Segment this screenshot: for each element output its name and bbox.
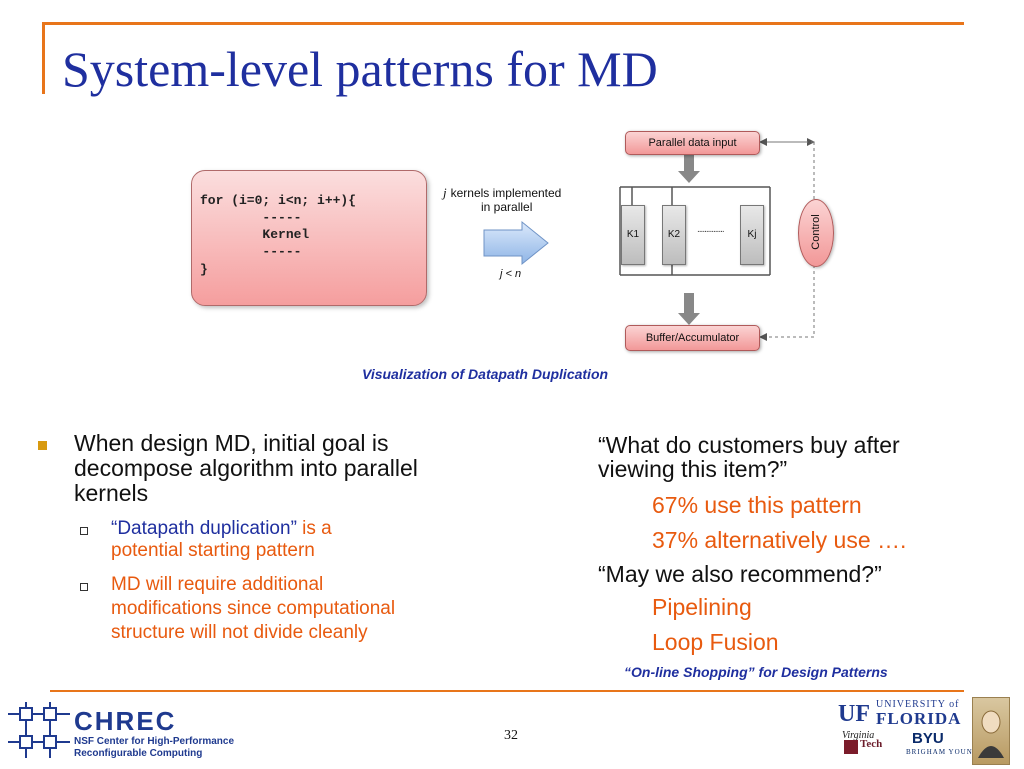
kernel-box: K1 bbox=[621, 205, 645, 265]
hollow-square-bullet-icon bbox=[80, 583, 88, 591]
vt-word: Virginia bbox=[842, 730, 875, 741]
uf-letters: UF bbox=[838, 701, 870, 727]
arrow-label-text2: in parallel bbox=[481, 200, 533, 214]
portrait-icon bbox=[978, 710, 1004, 758]
parallel-data-input: Parallel data input bbox=[625, 131, 760, 155]
sub-bullet-text: potential starting pattern bbox=[111, 540, 315, 561]
code-line: for (i=0; i<n; i++){ bbox=[200, 193, 357, 208]
chrec-subtitle: Reconfigurable Computing bbox=[74, 748, 203, 759]
chrec-subtitle: NSF Center for High-Performance bbox=[74, 736, 235, 747]
byu-subtitle: BRIGHAM YOUNG bbox=[906, 748, 979, 756]
answer-text: 37% alternatively use …. bbox=[652, 527, 907, 553]
kernel-box: K2 bbox=[662, 205, 686, 265]
shopping-caption: “On-line Shopping” for Design Patterns bbox=[624, 664, 888, 680]
left-rule bbox=[42, 22, 45, 94]
sub-bullet-text: structure will not divide cleanly bbox=[111, 622, 368, 643]
chrec-logo: CHREC NSF Center for High-Performance Re… bbox=[8, 700, 234, 760]
slide-title: System-level patterns for MD bbox=[62, 41, 658, 97]
virginia-tech-logo: Virginia Tech bbox=[842, 730, 902, 764]
code-line: } bbox=[200, 262, 208, 277]
arrow-label-text: kernels implemented bbox=[450, 186, 562, 200]
control-oval: Control bbox=[798, 199, 834, 267]
vt-word: Tech bbox=[860, 738, 883, 750]
arrow-condition: j < n bbox=[500, 268, 522, 280]
control-label: Control bbox=[810, 214, 822, 250]
datapath-diagram-lines bbox=[619, 138, 815, 341]
question-text: “May we also recommend?” bbox=[598, 561, 882, 587]
code-box: for (i=0; i<n; i++){ ----- Kernel ----- … bbox=[191, 170, 427, 306]
figure-caption: Visualization of Datapath Duplication bbox=[362, 366, 609, 382]
sub-bullet-text: MD will require additional bbox=[111, 574, 324, 595]
code-line: ----- bbox=[200, 244, 302, 259]
chrec-wordmark: CHREC bbox=[74, 706, 177, 736]
byu-logo: BYU BRIGHAM YOUNG bbox=[906, 730, 978, 762]
bullet-text: When design MD, initial goal is bbox=[74, 430, 389, 456]
bottom-rule bbox=[50, 690, 964, 692]
uf-university-text: UNIVERSITY of bbox=[876, 699, 960, 710]
george-washington-portrait-logo bbox=[972, 697, 1010, 765]
uf-florida-text: FLORIDA bbox=[876, 709, 962, 728]
answer-text: Pipelining bbox=[652, 594, 752, 620]
vt-seal-icon bbox=[844, 740, 858, 754]
arrow-label-var: j bbox=[443, 185, 447, 200]
question-text: viewing this item?” bbox=[598, 456, 788, 482]
right-arrow-icon bbox=[483, 220, 549, 266]
datapath-duplication-quote: “Datapath duplication” bbox=[111, 518, 297, 539]
code-line: ----- bbox=[200, 210, 302, 225]
question-text: “What do customers buy after bbox=[598, 432, 900, 458]
top-rule bbox=[42, 22, 964, 25]
buffer-accumulator: Buffer/Accumulator bbox=[625, 325, 760, 351]
page-number: 32 bbox=[504, 728, 518, 743]
byu-wordmark: BYU bbox=[912, 730, 944, 747]
bullet-text: decompose algorithm into parallel bbox=[74, 455, 418, 481]
sub-bullet-text: modifications since computational bbox=[111, 598, 396, 619]
sub-bullet-text: is a bbox=[296, 518, 332, 539]
uf-logo: UF UNIVERSITY of FLORIDA bbox=[838, 699, 968, 728]
bullet-text: kernels bbox=[74, 480, 149, 506]
chrec-network-icon bbox=[8, 702, 70, 758]
answer-text: 67% use this pattern bbox=[652, 492, 862, 518]
kernel-box: Kj bbox=[740, 205, 764, 265]
answer-text: Loop Fusion bbox=[652, 629, 779, 655]
square-bullet-icon bbox=[38, 441, 47, 450]
kernel-ellipsis: ............... bbox=[697, 224, 725, 235]
hollow-square-bullet-icon bbox=[80, 527, 88, 535]
code-line: Kernel bbox=[200, 227, 310, 242]
